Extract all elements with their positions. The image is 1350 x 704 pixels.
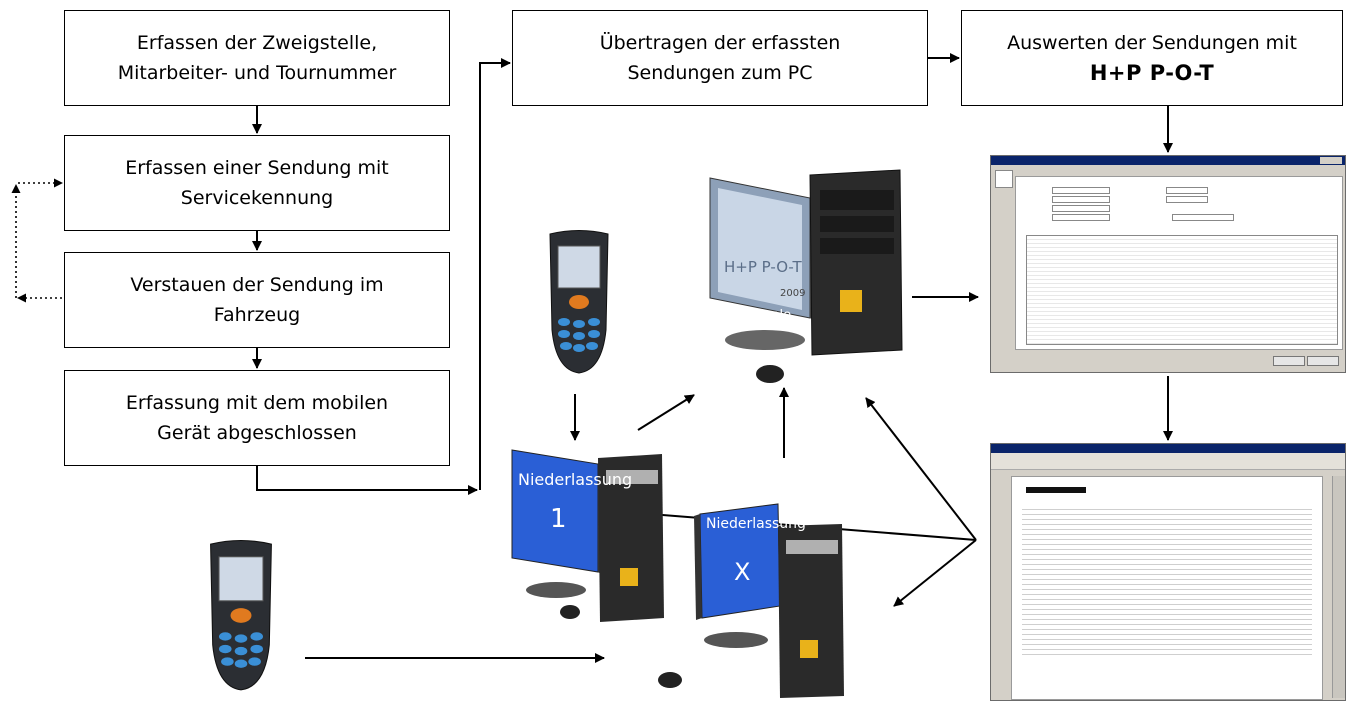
branch-1-screen-number: 1: [550, 504, 567, 534]
evaluate-line2: H+P P-O-T: [1089, 61, 1215, 85]
central-screen-year: 2009: [780, 288, 806, 299]
central-computer-graphic: [709, 169, 903, 383]
step-stow-shipment-line2: Fahrzeug: [213, 304, 301, 326]
branch-x-screen-number: X: [734, 558, 751, 586]
evaluate-line1: Auswerten der Sendungen mit: [1007, 32, 1297, 54]
step-stow-shipment-line1: Verstauen der Sendung im: [130, 274, 384, 296]
arrow-report-to-central: [865, 397, 977, 541]
branch-x-computer: Niederlassung X: [610, 500, 850, 700]
step-capture-complete-line2: Gerät abgeschlossen: [157, 422, 357, 444]
window-button-1: [1273, 356, 1305, 366]
arrow-branch-up-to-transfer: [479, 58, 511, 490]
search-field: [1172, 214, 1234, 221]
arrow-branch1-to-central: [637, 394, 695, 431]
mobile-scanner-device: [549, 230, 609, 374]
date-field-from: [1166, 187, 1208, 194]
report-lines: [1022, 505, 1312, 655]
step-capture-branch-line1: Erfassen der Zweigstelle,: [136, 32, 378, 54]
filter-field-1: [1052, 187, 1110, 194]
mobile-scanner-device-2: [210, 540, 272, 691]
results-table: [1026, 235, 1338, 345]
step-capture-shipment-box: Erfassen einer Sendung mit Servicekennun…: [64, 135, 450, 231]
transfer-line2: Sendungen zum PC: [627, 62, 813, 84]
window-controls: [1320, 157, 1342, 164]
filter-field-2: [1052, 196, 1110, 203]
arrow-report-to-branchX: [893, 539, 977, 607]
step-capture-shipment-line2: Servicekennung: [180, 187, 334, 209]
report-scrollbar: [1332, 476, 1345, 698]
branch-1-screen-label: Niederlassung: [518, 470, 633, 489]
arrow-step4-to-transfer: [256, 466, 478, 495]
report-page: [1011, 476, 1323, 700]
central-computer-label: Zentrale: [736, 308, 792, 323]
branch-1-computer: Niederlassung 1: [470, 440, 666, 624]
report-heading-bar: [1026, 487, 1086, 493]
branch-x-computer-graphic: [658, 503, 844, 698]
evaluate-box: Auswerten der Sendungen mit H+P P-O-T: [961, 10, 1343, 106]
date-field-to: [1166, 196, 1208, 203]
evaluation-window-titlebar: [991, 156, 1345, 165]
step-capture-branch-line2: Mitarbeiter- und Tournummer: [117, 62, 397, 84]
filter-field-3: [1052, 205, 1110, 212]
branch-1-computer-graphic: [511, 449, 664, 622]
step-stow-shipment-box: Verstauen der Sendung im Fahrzeug: [64, 252, 450, 348]
window-button-2: [1307, 356, 1339, 366]
report-window-titlebar: [991, 444, 1345, 453]
transfer-line1: Übertragen der erfassten: [599, 32, 841, 54]
central-screen-text: H+P P-O-T: [724, 258, 802, 276]
report-toolbar: [991, 453, 1345, 470]
filter-field-4: [1052, 214, 1110, 221]
step-capture-shipment-line1: Erfassen einer Sendung mit: [125, 157, 389, 179]
branch-x-screen-label: Niederlassung: [706, 516, 806, 532]
central-computer: H+P P-O-T 2009 Zentrale: [640, 150, 910, 385]
transfer-box: Übertragen der erfassten Sendungen zum P…: [512, 10, 928, 106]
app-logo-icon: [995, 170, 1013, 188]
step-capture-complete-line1: Erfassung mit dem mobilen: [125, 392, 389, 414]
step-capture-complete-box: Erfassung mit dem mobilen Gerät abgeschl…: [64, 370, 450, 466]
evaluation-panel: [1015, 176, 1343, 350]
step-capture-branch-box: Erfassen der Zweigstelle, Mitarbeiter- u…: [64, 10, 450, 106]
report-window-screenshot: [990, 443, 1346, 701]
evaluation-window-screenshot: [990, 155, 1346, 373]
